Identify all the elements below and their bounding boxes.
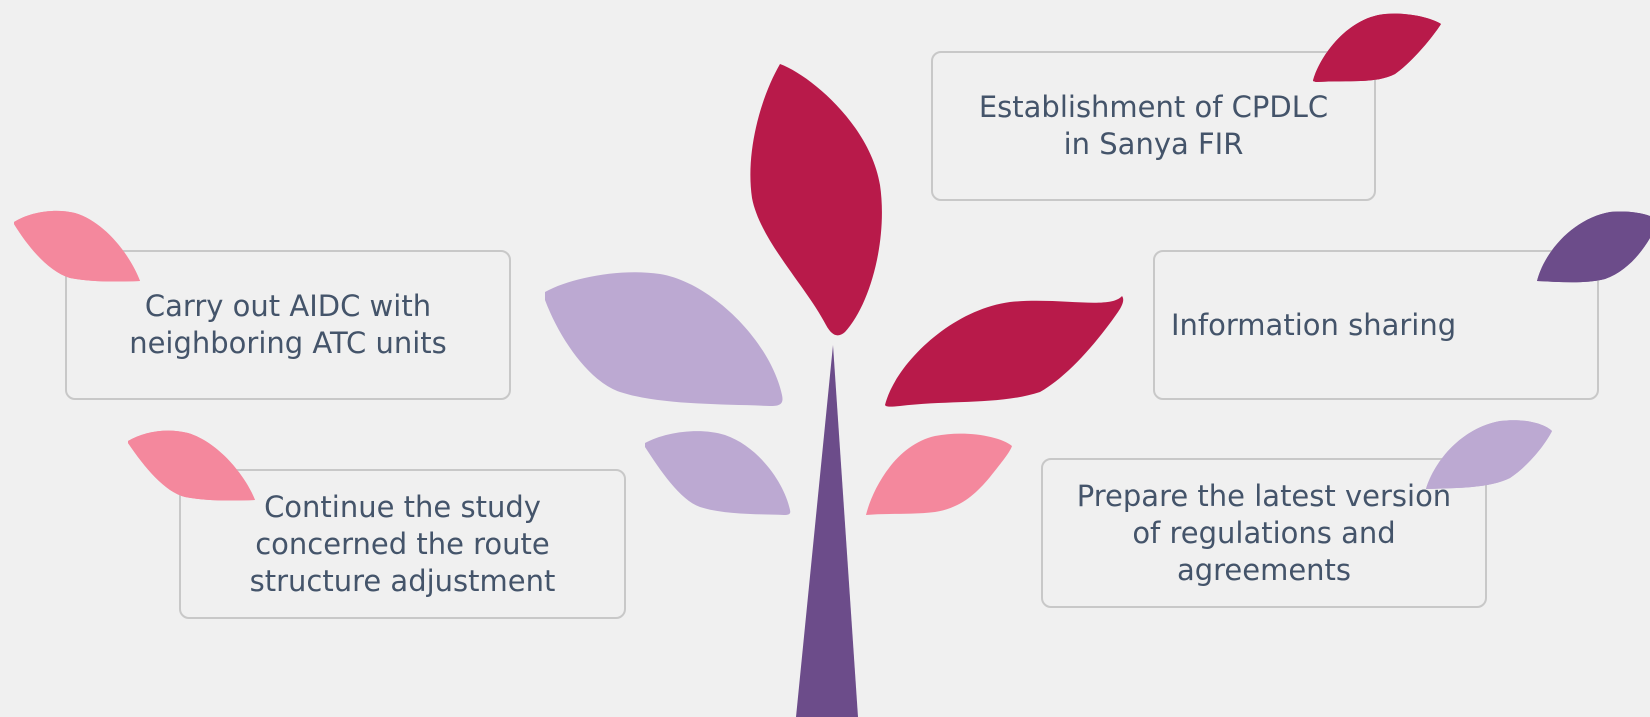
tree-trunk [796, 345, 858, 717]
item-text-regulations: Prepare the latest version of regulation… [1076, 478, 1452, 587]
item-box-regulations: Prepare the latest version of regulation… [1041, 458, 1487, 608]
leaf-left-lower [645, 431, 791, 515]
item-box-information-sharing: Information sharing [1153, 250, 1599, 400]
leaf-top-center [750, 64, 882, 336]
item-box-route-study: Continue the study concerned the route s… [179, 469, 626, 619]
leaf-right-lower [866, 433, 1012, 515]
item-text-cpdlc: Establishment of CPDLC in Sanya FIR [978, 90, 1329, 161]
item-text-aidc: Carry out AIDC with neighboring ATC unit… [129, 289, 447, 360]
item-text-information-sharing: Information sharing [1171, 307, 1457, 342]
leaf-left-upper [545, 272, 783, 406]
leaf-right-upper [885, 296, 1124, 407]
item-box-cpdlc: Establishment of CPDLC in Sanya FIR [931, 51, 1376, 201]
item-box-aidc: Carry out AIDC with neighboring ATC unit… [65, 250, 511, 400]
item-text-route-study: Continue the study concerned the route s… [249, 489, 556, 598]
